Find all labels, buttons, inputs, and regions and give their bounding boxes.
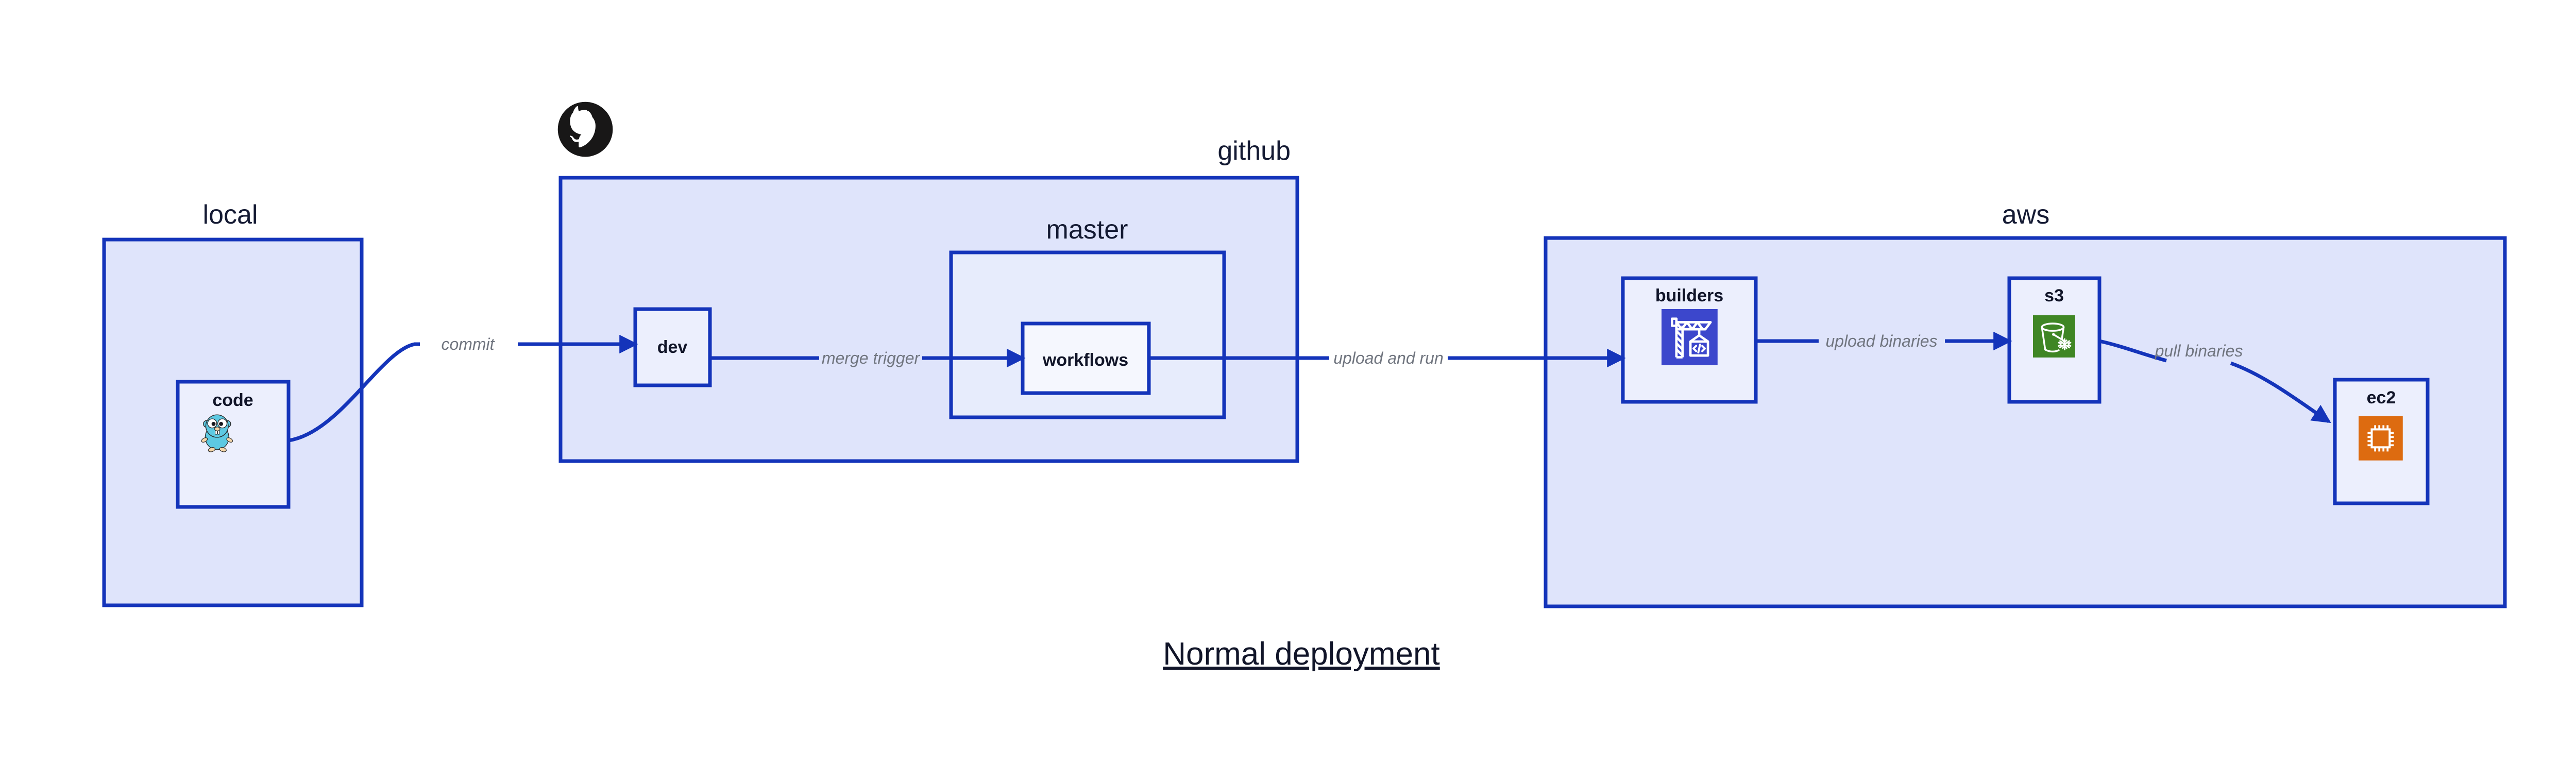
edge-label-upload-binaries: upload binaries [1825, 332, 1937, 350]
page-title: Normal deployment [1163, 636, 1440, 672]
node-dev[interactable] [633, 307, 712, 387]
node-label-workflows: workflows [1042, 350, 1128, 370]
group-title-aws: aws [2002, 200, 2049, 230]
group-title-github: github [1217, 136, 1291, 166]
aws-codebuild-icon [1662, 309, 1718, 365]
node-code[interactable] [176, 380, 291, 509]
edge-pull-binaries: pull binaries [2099, 339, 2331, 423]
edge-label-pull-binaries: pull binaries [2155, 342, 2243, 360]
group-title-local: local [203, 200, 258, 230]
node-label-s3: s3 [2044, 286, 2064, 305]
edge-label-upload-and-run: upload and run [1333, 349, 1444, 367]
node-label-dev: dev [657, 337, 688, 357]
aws-s3-bucket-icon [2032, 314, 2076, 359]
subgroup-title-master: master [1046, 215, 1128, 245]
edge-pull-binaries-path-left [2099, 339, 2167, 363]
edge-upload-and-run: upload and run [1149, 348, 1626, 368]
node-builders[interactable] [1621, 276, 1758, 404]
edge-pull-binaries-path-right [2230, 361, 2331, 423]
edge-label-merge-trigger: merge trigger [822, 349, 921, 367]
edge-merge-trigger: merge trigger [710, 348, 1026, 368]
edge-label-commit: commit [441, 335, 495, 353]
node-label-builders: builders [1655, 286, 1723, 305]
node-label-ec2: ec2 [2367, 388, 2396, 408]
node-label-code: code [212, 390, 253, 410]
edge-upload-binaries: upload binaries [1756, 331, 2012, 351]
github-octocat-icon [557, 101, 613, 157]
edge-commit: commit [288, 334, 638, 443]
aws-ec2-chip-icon [2359, 416, 2403, 461]
edge-commit-path-left [288, 342, 420, 443]
